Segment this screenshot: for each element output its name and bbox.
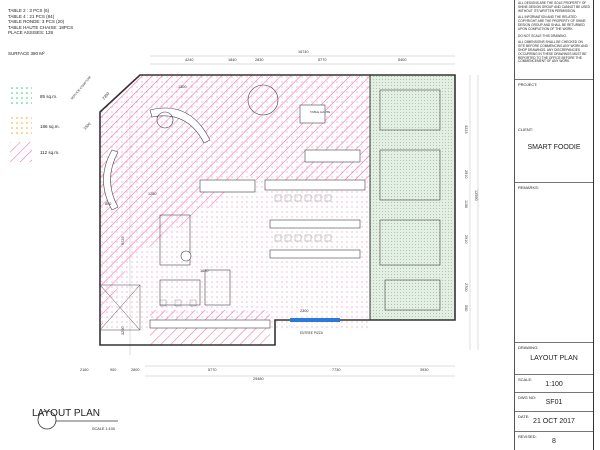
date-section: DATE: 21 OCT 2017	[515, 412, 593, 432]
note-line: TABLE HAUTE CHAISE: 18PCS	[8, 24, 74, 30]
dim-misc: 1300	[178, 85, 186, 89]
dim-bottom: 900	[110, 368, 116, 372]
note-line: PLACE ASSISES: 128	[8, 30, 54, 36]
table-label: TABLE HAUTE	[310, 110, 330, 114]
seating-notes: TABLE 2 : 3 PCS (6) TABLE 4 : 21 PCS (84…	[8, 8, 73, 36]
dim-top: 5400	[398, 58, 406, 62]
dim-misc: 2300	[300, 309, 308, 313]
dim-left: 3200	[121, 327, 125, 335]
note-line: TABLE RONDE: 3 PCS (20)	[8, 19, 65, 25]
plan-title: LAYOUT PLAN	[32, 408, 100, 419]
hatched-zone	[250, 75, 370, 180]
remarks-section: REMARKS:	[515, 183, 593, 343]
dim-right: 550	[464, 305, 468, 311]
plan-scale: SCALE 1:100	[92, 427, 116, 431]
dim-bottom: 7730	[332, 368, 340, 372]
dimension-labels: 16740 4240 1840 2830 5770 5400 2160 900 …	[80, 50, 478, 381]
dim-right-total: 12590	[474, 190, 478, 201]
dwg-section: DWG NO: SF01	[515, 393, 593, 412]
dim-misc: 1620	[200, 269, 208, 273]
dim-right: 1150	[464, 200, 468, 208]
dim-left: 9725	[121, 237, 125, 245]
dim-right: 2910	[464, 170, 468, 178]
legend-item-pink: 112 sq.m.	[10, 142, 59, 162]
dim-top: 2830	[255, 58, 263, 62]
project-client-section: PROJECT: CLIENT: SMART FOODIE	[515, 80, 593, 183]
dim-misc: 2300	[102, 92, 110, 101]
dim-top: 5770	[318, 58, 326, 62]
walls	[99, 74, 456, 346]
dim-bottom: 2160	[80, 368, 88, 372]
stair-void	[99, 284, 141, 331]
service-label: SERVICE COMPTOIR	[70, 74, 93, 100]
entrance-glazing	[290, 318, 340, 322]
dim-bottom-total: 29480	[253, 377, 264, 381]
dim-top: 1840	[228, 58, 236, 62]
floor-plan: ENTREE PIZZA TABLE HAUTE SERVICE COMPTOI	[37, 50, 479, 430]
dim-right: 2700	[464, 283, 468, 291]
surface-note: SURFACE 380 M²	[8, 51, 45, 56]
title-circle-symbol	[37, 410, 57, 430]
hatched-zone	[100, 75, 250, 330]
dim-right: 3223	[464, 125, 468, 133]
note-line: TABLE 2 : 3 PCS (6)	[8, 8, 50, 13]
drawing-section: DRAWING: LAYOUT PLAN	[515, 343, 593, 375]
entrance-label: ENTREE PIZZA	[300, 331, 324, 335]
dim-top: 4240	[185, 58, 193, 62]
dim-bottom: 2800	[131, 368, 139, 372]
disclaimer: ALL DESIGNS ARE THE SOLE PROPERTY OF SHI…	[515, 0, 593, 80]
pink-hatch-swatch	[10, 142, 32, 162]
furniture	[103, 84, 441, 329]
dim-misc: 800	[105, 202, 111, 206]
dim-right: 2910	[464, 235, 468, 243]
dim-top-total: 16740	[298, 50, 309, 54]
kitchen-zone	[370, 75, 455, 320]
scale-section: SCALE: 1:100	[515, 375, 593, 393]
client-value: SMART FOODIE	[527, 144, 581, 151]
legend-item-green: 85 sq.m.	[10, 86, 57, 106]
title-block: ALL DESIGNS ARE THE SOLE PROPERTY OF SHI…	[514, 0, 594, 450]
revised-section: REVISED: 8	[518, 434, 556, 445]
dimension-lines	[129, 55, 479, 377]
dim-bottom: 5770	[208, 368, 216, 372]
dim-misc: 1250	[148, 192, 156, 196]
chairs	[159, 194, 332, 307]
legend-item-orange: 186 sq.m.	[10, 116, 60, 136]
note-line: TABLE 4 : 21 PCS (84)	[8, 13, 55, 19]
orange-dots-swatch	[10, 116, 32, 136]
dim-misc: 1500	[83, 122, 92, 131]
green-dots-swatch	[10, 86, 32, 106]
dim-bottom: 3930	[420, 368, 428, 372]
